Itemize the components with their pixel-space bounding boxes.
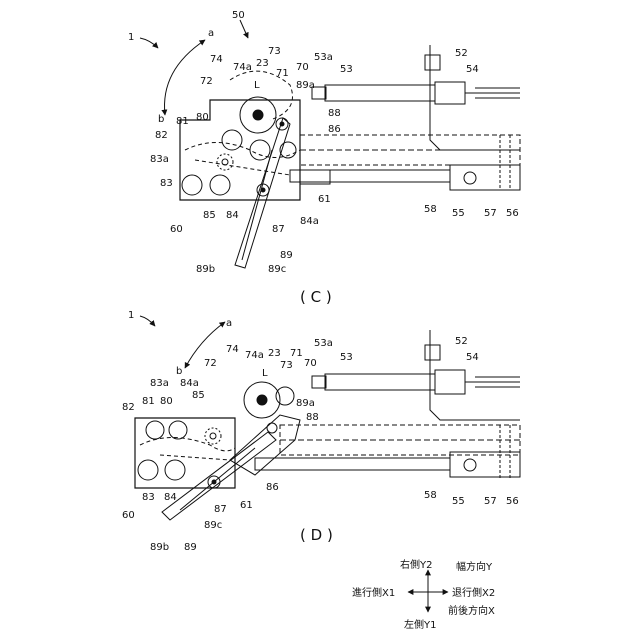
label-d-56: 56: [506, 496, 519, 507]
dir-left-y1: 左側Y1: [404, 618, 436, 631]
label-d-87: 87: [214, 504, 227, 515]
panel-c-labels: 1 a b 50 74 74a 23 73 72 L 71 70 89a 88 …: [128, 10, 519, 275]
label-d-L: L: [262, 368, 268, 379]
label-c-50: 50: [232, 10, 245, 21]
label-d-b: b: [176, 366, 182, 377]
label-c-86: 86: [328, 124, 341, 135]
label-c-71: 71: [276, 68, 289, 79]
label-c-89a: 89a: [296, 80, 315, 91]
label-c-56: 56: [506, 208, 519, 219]
label-c-a: a: [208, 28, 214, 39]
label-d-72: 72: [204, 358, 217, 369]
gear-85-c: [217, 154, 233, 170]
label-c-89b: 89b: [196, 264, 215, 275]
dir-forward-x1: 進行側X1: [352, 586, 395, 599]
label-d-89c: 89c: [204, 520, 222, 531]
label-d-58: 58: [424, 490, 437, 501]
label-d-80: 80: [160, 396, 173, 407]
label-c-53: 53: [340, 64, 353, 75]
label-c-74a: 74a: [233, 62, 252, 73]
label-d-86: 86: [266, 482, 279, 493]
label-d-a: a: [226, 318, 232, 329]
label-d-81: 81: [142, 396, 155, 407]
label-d-82: 82: [122, 402, 135, 413]
roller-88-d: [267, 423, 277, 433]
label-d-60: 60: [122, 510, 135, 521]
label-d-74: 74: [226, 344, 239, 355]
label-c-73: 73: [268, 46, 281, 57]
panel-d-labels: 1 a b 74 74a 23 71 72 L 73 70 83a 84a 85…: [122, 310, 519, 553]
label-d-84a: 84a: [180, 378, 199, 389]
label-d-52: 52: [455, 336, 468, 347]
label-c-72: 72: [200, 76, 213, 87]
label-d-83a: 83a: [150, 378, 169, 389]
label-d-53: 53: [340, 352, 353, 363]
label-d-85: 85: [192, 390, 205, 401]
label-d-23: 23: [268, 348, 281, 359]
label-d-61: 61: [240, 500, 253, 511]
label-c-87: 87: [272, 224, 285, 235]
label-c-23: 23: [256, 58, 269, 69]
rod-58-c: [290, 170, 450, 182]
label-d-70: 70: [304, 358, 317, 369]
label-d-83: 83: [142, 492, 155, 503]
label-d-55: 55: [452, 496, 465, 507]
label-d-89: 89: [184, 542, 197, 553]
label-d-57: 57: [484, 496, 497, 507]
label-d-89b: 89b: [150, 542, 169, 553]
label-c-57: 57: [484, 208, 497, 219]
label-c-54: 54: [466, 64, 479, 75]
label-c-1: 1: [128, 32, 134, 43]
label-d-53a: 53a: [314, 338, 333, 349]
direction-legend-labels: 右側Y2 幅方向Y 進行側X1 退行側X2 前後方向X 左側Y1: [352, 558, 495, 631]
dir-backward-x2: 退行側X2: [452, 586, 495, 599]
cylinder-53-d: [325, 374, 435, 390]
label-c-L: L: [254, 80, 260, 91]
label-d-74a: 74a: [245, 350, 264, 361]
label-c-83: 83: [160, 178, 173, 189]
label-d-54: 54: [466, 352, 479, 363]
label-c-84: 84: [226, 210, 239, 221]
gear-85-d: [205, 428, 221, 444]
label-c-89: 89: [280, 250, 293, 261]
label-c-53a: 53a: [314, 52, 333, 63]
label-d-71: 71: [290, 348, 303, 359]
dir-width-y: 幅方向Y: [456, 560, 493, 573]
cylinder-53-c: [325, 85, 435, 101]
label-c-82: 82: [155, 130, 168, 141]
label-c-74: 74: [210, 54, 223, 65]
label-d-1: 1: [128, 310, 134, 321]
label-c-b: b: [158, 114, 164, 125]
panel-d: ( D ): [135, 316, 520, 544]
label-c-70: 70: [296, 62, 309, 73]
rod-58-d: [255, 458, 450, 470]
label-c-89c: 89c: [268, 264, 286, 275]
label-c-85: 85: [203, 210, 216, 221]
label-c-83a: 83a: [150, 154, 169, 165]
label-c-52: 52: [455, 48, 468, 59]
dir-front-back-x: 前後方向X: [448, 604, 495, 617]
caption-c: ( C ): [300, 288, 332, 306]
label-c-84a: 84a: [300, 216, 319, 227]
dir-right-y2: 右側Y2: [400, 558, 432, 571]
label-d-89a: 89a: [296, 398, 315, 409]
label-c-61: 61: [318, 194, 331, 205]
label-c-55: 55: [452, 208, 465, 219]
label-c-81: 81: [176, 116, 189, 127]
label-d-73: 73: [280, 360, 293, 371]
caption-d: ( D ): [300, 526, 333, 544]
label-c-60: 60: [170, 224, 183, 235]
rotation-arc-c: [165, 40, 206, 115]
label-c-88: 88: [328, 108, 341, 119]
direction-legend: [408, 570, 448, 612]
label-d-84: 84: [164, 492, 177, 503]
label-d-88: 88: [306, 412, 319, 423]
label-c-58: 58: [424, 204, 437, 215]
label-c-80: 80: [196, 112, 209, 123]
